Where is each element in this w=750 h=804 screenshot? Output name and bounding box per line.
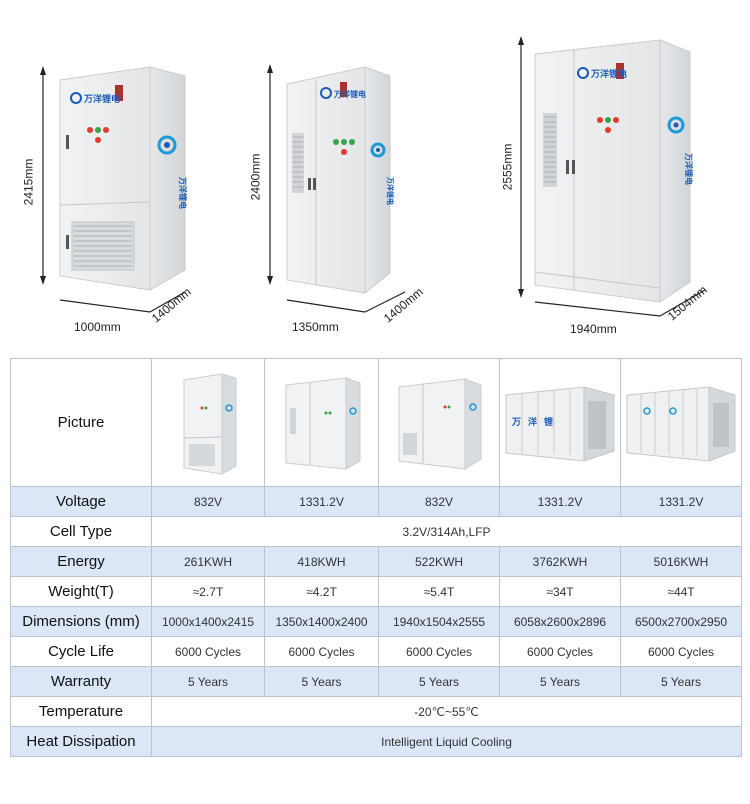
picture-container-1: 万 洋 锂	[499, 358, 621, 487]
side-logo-icon: 万洋锂电	[667, 116, 694, 185]
cell-weight: ≈34T	[499, 576, 621, 607]
cabinet-3-width: 1940mm	[570, 322, 617, 336]
row-weight: Weight(T) ≈2.7T ≈4.2T ≈5.4T ≈34T ≈44T	[10, 576, 742, 607]
cell-dimensions: 1000x1400x2415	[151, 606, 265, 637]
picture-cabinet-2	[264, 358, 379, 487]
cabinet-3-height: 2555mm	[500, 143, 515, 191]
container-thumbnail	[626, 385, 736, 462]
cell-energy: 522KWH	[378, 546, 500, 577]
label-weight: Weight(T)	[10, 576, 152, 607]
brand-text: 万洋锂电	[83, 93, 120, 105]
cell-voltage: 832V	[151, 486, 265, 517]
picture-container-2	[620, 358, 742, 487]
product-hero: 万洋锂电 万洋锂电	[0, 0, 750, 350]
cell-warranty: 5 Years	[499, 666, 621, 697]
cell-cycle-life: 6000 Cycles	[499, 636, 621, 667]
svg-text:万洋锂电: 万洋锂电	[333, 89, 366, 99]
cell-warranty: 5 Years	[620, 666, 742, 697]
cell-energy: 5016KWH	[620, 546, 742, 577]
cell-weight: ≈2.7T	[151, 576, 265, 607]
cell-cycle-life: 6000 Cycles	[378, 636, 500, 667]
cell-dimensions: 6500x2700x2950	[620, 606, 742, 637]
label-cycle-life: Cycle Life	[10, 636, 152, 667]
cell-weight: ≈5.4T	[378, 576, 500, 607]
cell-cell-type: 3.2V/314Ah,LFP	[151, 516, 742, 547]
label-warranty: Warranty	[10, 666, 152, 697]
cell-voltage: 832V	[378, 486, 500, 517]
svg-text:万洋锂电: 万洋锂电	[386, 176, 395, 205]
row-cell-type: Cell Type 3.2V/314Ah,LFP	[10, 516, 742, 547]
cell-voltage: 1331.2V	[264, 486, 379, 517]
cell-warranty: 5 Years	[378, 666, 500, 697]
cell-dimensions: 1940x1504x2555	[378, 606, 500, 637]
row-cycle-life: Cycle Life 6000 Cycles 6000 Cycles 6000 …	[10, 636, 742, 667]
row-picture: Picture	[10, 358, 742, 487]
svg-text:万洋锂电: 万洋锂电	[684, 152, 694, 185]
cell-weight: ≈4.2T	[264, 576, 379, 607]
cell-cycle-life: 6000 Cycles	[264, 636, 379, 667]
side-logo-icon: 万洋锂电	[370, 142, 395, 205]
label-dimensions: Dimensions (mm)	[10, 606, 152, 637]
cell-energy: 3762KWH	[499, 546, 621, 577]
picture-cabinet-1	[151, 358, 265, 487]
svg-text:锂: 锂	[544, 416, 553, 428]
cabinet-2-height: 2400mm	[248, 153, 263, 201]
label-voltage: Voltage	[10, 486, 152, 517]
label-cell-type: Cell Type	[10, 516, 152, 547]
cell-warranty: 5 Years	[151, 666, 265, 697]
spec-table: Picture	[10, 358, 742, 757]
cell-dimensions: 6058x2600x2896	[499, 606, 621, 637]
cabinet-1-height: 2415mm	[21, 158, 36, 206]
cabinet-1: 万洋锂电 万洋锂电	[40, 66, 188, 313]
cell-cycle-life: 6000 Cycles	[151, 636, 265, 667]
brand-logo-icon: 万洋锂电	[70, 92, 120, 105]
cell-voltage: 1331.2V	[499, 486, 621, 517]
svg-text:万: 万	[511, 417, 521, 428]
cell-voltage: 1331.2V	[620, 486, 742, 517]
brand-logo-icon: 万洋锂电	[577, 67, 627, 80]
cabinet-thumbnail	[398, 377, 482, 470]
cell-heat-dissipation: Intelligent Liquid Cooling	[151, 726, 742, 757]
cabinet-2: 万洋锂电 万洋锂电	[267, 64, 406, 313]
row-warranty: Warranty 5 Years 5 Years 5 Years 5 Years…	[10, 666, 742, 697]
cell-dimensions: 1350x1400x2400	[264, 606, 379, 637]
brand-logo-icon: 万洋锂电	[320, 87, 366, 99]
cell-energy: 418KWH	[264, 546, 379, 577]
label-temperature: Temperature	[10, 696, 152, 727]
svg-text:洋: 洋	[528, 416, 537, 428]
cabinet-thumbnail	[285, 376, 360, 470]
cabinet-illustration: 万洋锂电 万洋锂电	[40, 36, 706, 317]
label-energy: Energy	[10, 546, 152, 577]
cabinet-1-width: 1000mm	[74, 320, 121, 334]
row-energy: Energy 261KWH 418KWH 522KWH 3762KWH 5016…	[10, 546, 742, 577]
cell-temperature: -20℃~55℃	[151, 696, 742, 727]
svg-text:万洋锂电: 万洋锂电	[178, 176, 188, 209]
row-dimensions: Dimensions (mm) 1000x1400x2415 1350x1400…	[10, 606, 742, 637]
cell-weight: ≈44T	[620, 576, 742, 607]
vent-grille-icon	[292, 133, 304, 193]
vent-grille-icon	[543, 113, 557, 187]
side-logo-icon: 万洋锂电	[157, 135, 188, 209]
container-thumbnail: 万 洋 锂	[505, 385, 615, 462]
cell-cycle-life: 6000 Cycles	[620, 636, 742, 667]
vent-grille-icon	[71, 221, 135, 271]
cabinet-thumbnail	[183, 372, 237, 475]
cabinet-3: 万洋锂电 万洋锂电	[518, 36, 706, 317]
label-heat-dissipation: Heat Dissipation	[10, 726, 152, 757]
cabinet-2-width: 1350mm	[292, 320, 339, 334]
cell-warranty: 5 Years	[264, 666, 379, 697]
cell-energy: 261KWH	[151, 546, 265, 577]
row-voltage: Voltage 832V 1331.2V 832V 1331.2V 1331.2…	[10, 486, 742, 517]
row-heat-dissipation: Heat Dissipation Intelligent Liquid Cool…	[10, 726, 742, 757]
picture-cabinet-3	[378, 358, 500, 487]
label-picture: Picture	[10, 358, 152, 487]
row-temperature: Temperature -20℃~55℃	[10, 696, 742, 727]
svg-text:万洋锂电: 万洋锂电	[590, 68, 627, 80]
